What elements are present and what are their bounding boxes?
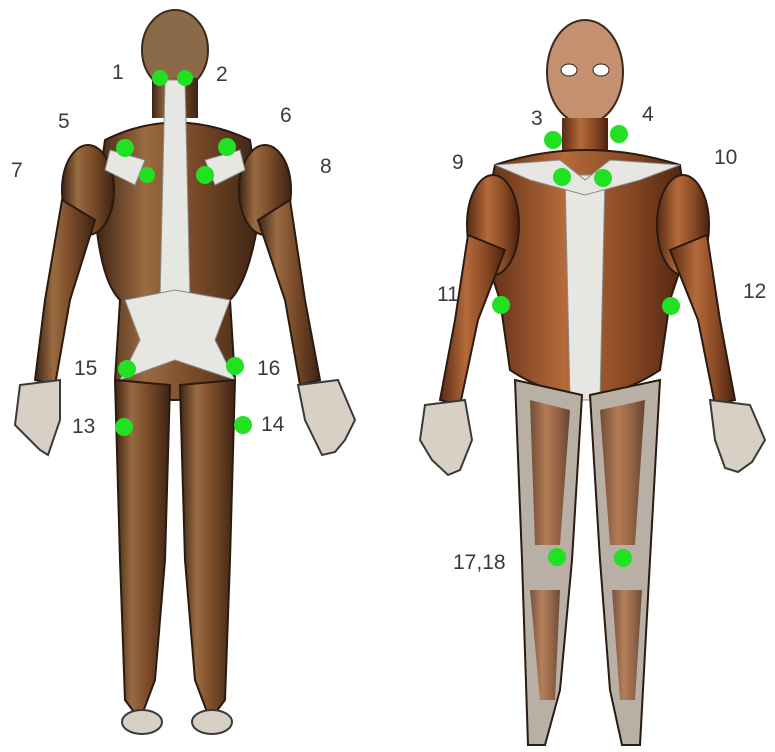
marker-6 xyxy=(218,138,236,156)
marker-8 xyxy=(196,166,214,184)
label-14: 14 xyxy=(261,414,284,435)
marker-14 xyxy=(234,416,252,434)
marker-1 xyxy=(152,70,168,86)
label-9: 9 xyxy=(452,152,464,173)
marker-9 xyxy=(553,168,571,186)
marker-7 xyxy=(139,167,155,183)
label-15: 15 xyxy=(74,358,97,379)
label-16: 16 xyxy=(257,358,280,379)
label-17-18: 17,18 xyxy=(453,552,506,573)
marker-16 xyxy=(226,357,244,375)
label-12: 12 xyxy=(743,281,766,302)
marker-11 xyxy=(492,296,510,314)
marker-15 xyxy=(118,360,136,378)
label-3: 3 xyxy=(531,108,543,129)
marker-3 xyxy=(544,131,562,149)
label-1: 1 xyxy=(112,62,124,83)
label-7: 7 xyxy=(11,160,23,181)
label-13: 13 xyxy=(72,416,95,437)
marker-17 xyxy=(548,548,566,566)
marker-18 xyxy=(614,549,632,567)
marker-12 xyxy=(662,297,680,315)
marker-5 xyxy=(116,139,134,157)
label-8: 8 xyxy=(320,156,332,177)
front-body xyxy=(420,20,765,745)
label-6: 6 xyxy=(280,105,292,126)
label-10: 10 xyxy=(714,147,737,168)
label-5: 5 xyxy=(58,111,70,132)
label-4: 4 xyxy=(642,104,654,125)
label-2: 2 xyxy=(216,64,228,85)
marker-4 xyxy=(610,125,628,143)
marker-13 xyxy=(115,418,133,436)
label-11: 11 xyxy=(437,284,459,305)
marker-10 xyxy=(594,169,612,187)
marker-2 xyxy=(177,70,193,86)
